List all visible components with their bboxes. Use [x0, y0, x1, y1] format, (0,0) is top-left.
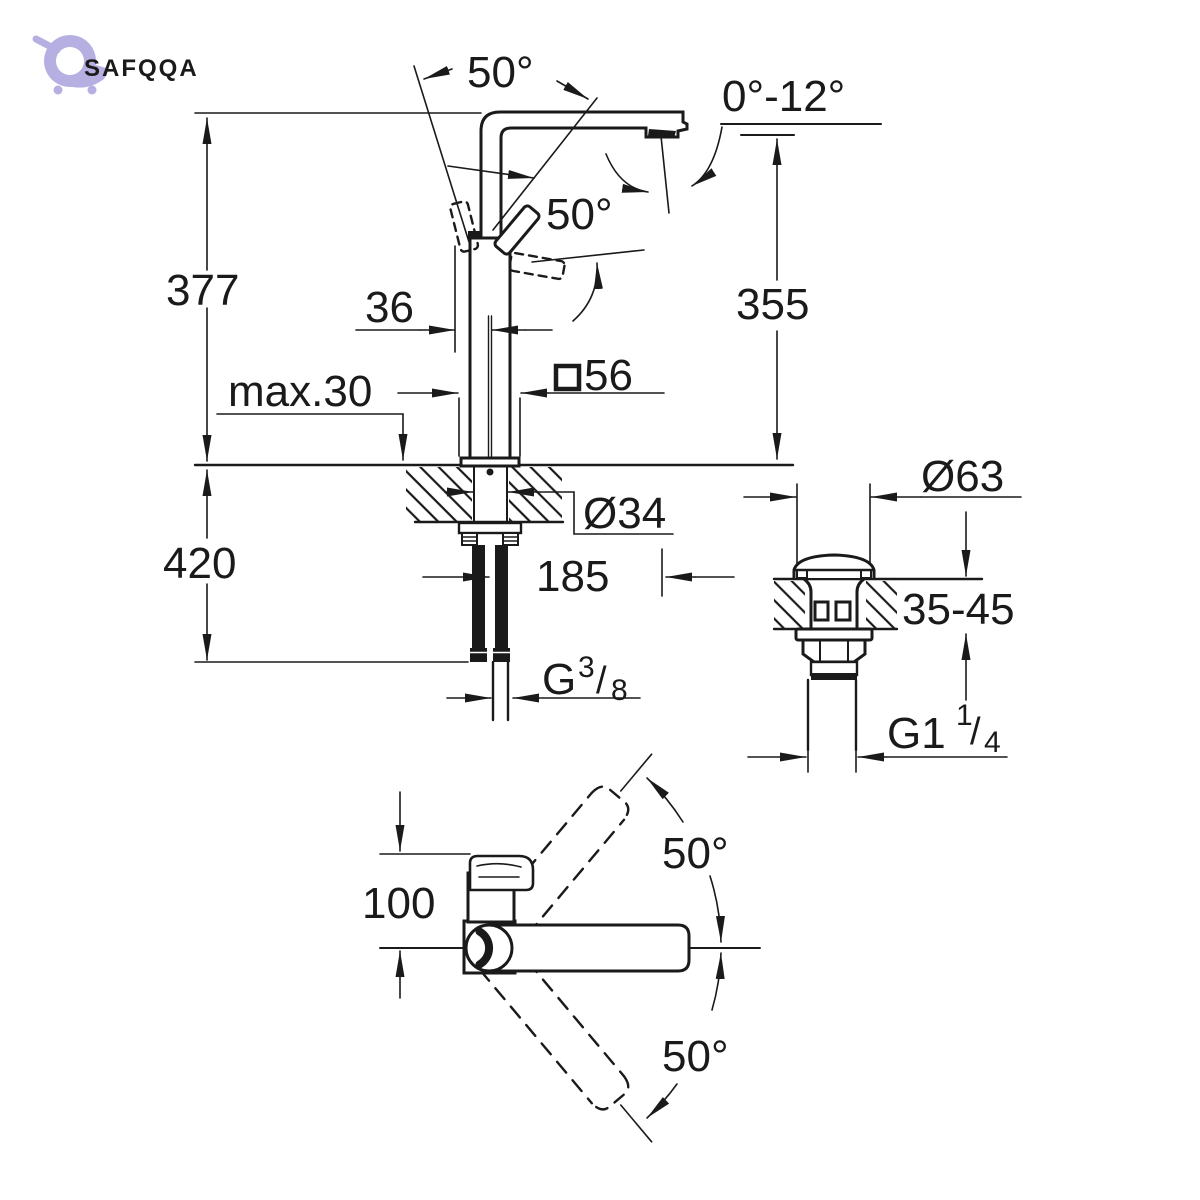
- brand-name: SAFQQA: [84, 55, 199, 82]
- handle-position-left-dashed: [449, 200, 480, 253]
- dim-handle-depth-label: 100: [362, 879, 435, 928]
- swivel-lower-label: 50°: [662, 1032, 729, 1081]
- swivel-arc-arrow: [711, 952, 725, 1011]
- aerator: [648, 129, 676, 138]
- locking-nut: [801, 638, 867, 664]
- handle-top: [468, 854, 535, 892]
- waste-thread-sub: 4: [984, 726, 1001, 759]
- supply-hose: [495, 545, 508, 648]
- dim-hole-label: Ø34: [583, 489, 666, 538]
- drain-body-wall: [802, 577, 813, 630]
- front-view: 377 420 36 max.30 56 Ø34: [163, 48, 882, 722]
- waste-thread-slash: /: [970, 711, 981, 753]
- cart-wheel-icon: [87, 85, 97, 95]
- waste-thread-label: G1: [887, 709, 946, 758]
- handle-angle-top-label: 50°: [467, 48, 534, 97]
- overflow-window: [813, 600, 830, 622]
- mounting-washer: [457, 521, 523, 535]
- swivel-upper-label: 50°: [662, 829, 729, 878]
- dim-flange-label: Ø63: [921, 452, 1004, 501]
- drain-cap-dome: [792, 553, 876, 580]
- overflow-window: [834, 600, 852, 622]
- angle-arc-arrow: [605, 153, 649, 193]
- collar-band: [811, 673, 857, 680]
- brand-logo: SAFQQA: [32, 35, 199, 95]
- angle-leader-arrow: [447, 165, 535, 179]
- drain-body-wall: [855, 577, 866, 630]
- dim-spout-height-label: 355: [736, 280, 809, 329]
- waste-thread-sup: 1: [956, 699, 973, 732]
- supply-hose: [472, 545, 485, 648]
- faucet-body-column: [468, 236, 512, 461]
- hose-fitting: [493, 648, 510, 662]
- dim-below-deck-label: 420: [163, 539, 236, 588]
- spout-top: [487, 923, 691, 973]
- dim-deck-max-label: max.30: [228, 367, 372, 416]
- supply-thread-sub: 8: [611, 674, 628, 707]
- tilt-arc-arrow: [691, 126, 723, 187]
- center-dot: [486, 468, 494, 476]
- base-plate: [459, 456, 521, 468]
- dim-total-height-label: 377: [166, 266, 239, 315]
- handle-axis-line-right: [492, 97, 598, 231]
- handle-position-open-dashed: [508, 251, 566, 281]
- cap-slot: [796, 569, 808, 579]
- angle-leader-arrow: [556, 80, 589, 100]
- pivot-shade-arc: [475, 927, 494, 969]
- deck-hatch-left: [406, 467, 472, 521]
- cap-slot: [860, 569, 872, 579]
- square-symbol-icon: [553, 363, 582, 392]
- leader-line: [536, 491, 674, 535]
- swivel-arc-arrow: [646, 1083, 678, 1119]
- angle-arc-arrow: [572, 262, 603, 322]
- drain-detail: Ø63 35-45 G1 1 / 4: [743, 452, 1022, 773]
- outlet-tilt-axis-line: [660, 135, 670, 214]
- supply-thread-sup: 3: [578, 651, 595, 684]
- dim-deck-range-label: 35-45: [902, 585, 1015, 634]
- supply-thread-label: G: [542, 655, 576, 704]
- dim-base-square-label: 56: [584, 351, 633, 400]
- top-view: 100 50° 50°: [362, 753, 761, 1143]
- handle-detail-line: [476, 862, 522, 868]
- swivel-arc-arrow: [709, 875, 725, 943]
- cart-swoosh-icon: [60, 65, 107, 88]
- handle-lever: [493, 204, 541, 256]
- deck-hatch-left: [774, 581, 805, 628]
- mounting-nut: [461, 532, 478, 546]
- deck-hatch-right: [509, 467, 562, 521]
- handle-axis-line-left: [413, 65, 470, 243]
- spout-swivel-lower-dashed: [478, 941, 653, 1143]
- spout-tube: [479, 110, 689, 240]
- deck-hatch-right: [866, 581, 897, 628]
- supply-thread-slash: /: [596, 660, 607, 702]
- spout-tilt-label: 0°-12°: [722, 72, 845, 121]
- angle-leader-arrow: [423, 66, 453, 80]
- sealing-washer: [794, 627, 874, 642]
- handle-angle-mid-label: 50°: [546, 190, 613, 239]
- dim-projection-label: 185: [536, 552, 609, 601]
- dim-handle-offset-label: 36: [365, 283, 414, 332]
- mounting-nut: [502, 532, 519, 546]
- cart-wheel-icon: [53, 85, 63, 95]
- swivel-arc-arrow: [646, 777, 684, 823]
- hose-fitting: [470, 648, 487, 662]
- handle-open-axis-line: [531, 249, 645, 263]
